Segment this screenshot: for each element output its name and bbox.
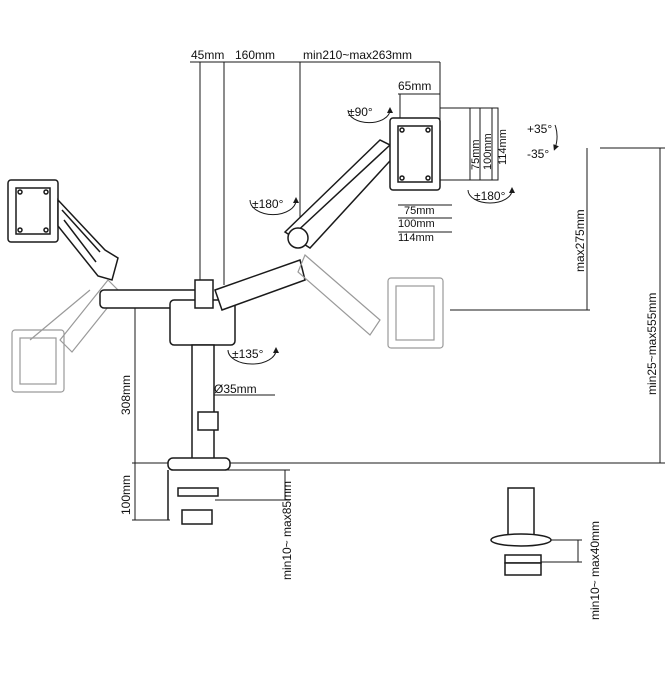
- label-pole-height: 308mm: [119, 375, 133, 415]
- label-vesa-114-h: 114mm: [398, 232, 434, 244]
- rotation-arrows: [227, 107, 559, 365]
- label-vesa-114-v: 114mm: [497, 129, 509, 165]
- label-grommet-range: min10~ max40mm: [588, 521, 602, 620]
- right-arm-upper: [283, 117, 441, 249]
- label-tilt-up: +35°: [527, 122, 552, 136]
- label-swivel-right: ±180°: [474, 189, 506, 203]
- grommet-clamp: [490, 487, 552, 576]
- center-arm: [99, 259, 306, 464]
- label-clamp-range: min10~ max85mm: [280, 481, 294, 580]
- label-vesa-offset: 65mm: [398, 79, 431, 93]
- label-vesa-100-v: 100mm: [482, 133, 494, 170]
- left-monitor-upper: [7, 179, 119, 281]
- label-swivel-left: ±180°: [252, 197, 284, 211]
- label-pole-diameter: Ø35mm: [214, 382, 257, 396]
- vesa-outline: [398, 107, 499, 233]
- label-vesa-100-h: 100mm: [398, 218, 435, 230]
- label-height-range: min25~max555mm: [645, 293, 659, 395]
- label-top-offset: 45mm: [191, 48, 224, 62]
- dimension-labels: 45mm 160mm min210~max263mm 65mm ±90° +35…: [119, 48, 659, 620]
- label-clamp-height: 100mm: [119, 475, 133, 515]
- label-arm-segment: 160mm: [235, 48, 275, 62]
- label-tilt-down: -35°: [527, 147, 549, 161]
- label-base-rotation: ±135°: [232, 347, 264, 361]
- right-arm-lower-ghost: [297, 254, 444, 349]
- label-plate-rotation: ±90°: [348, 105, 373, 119]
- label-arm-extension: min210~max263mm: [303, 48, 412, 62]
- label-max-height: max275mm: [573, 209, 587, 272]
- label-vesa-75-h: 75mm: [404, 205, 435, 217]
- desk-clamp: [167, 411, 231, 525]
- label-vesa-75-v: 75mm: [470, 139, 482, 170]
